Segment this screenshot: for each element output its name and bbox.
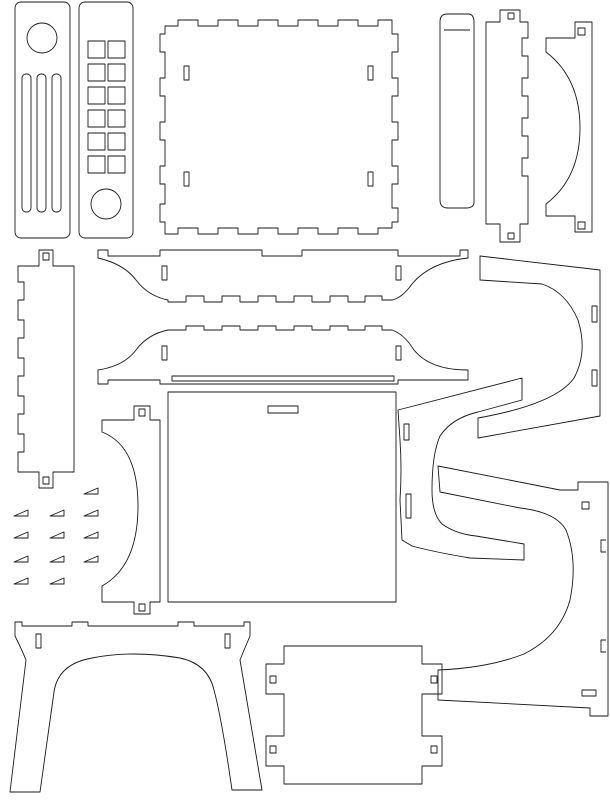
wedges <box>13 487 99 585</box>
chair-leg-upper <box>397 255 601 561</box>
handle-bar <box>439 13 475 209</box>
stool-frame <box>9 621 263 793</box>
arched-side-top-right <box>545 21 593 233</box>
button-holes <box>87 40 126 174</box>
side-rail-top-right <box>485 9 529 243</box>
base-plate <box>159 19 399 235</box>
remote-front-panel <box>78 1 134 239</box>
seat-plate <box>167 391 397 603</box>
long-strap-lower <box>97 325 469 385</box>
remote-back-panel <box>14 1 71 239</box>
side-rail-left <box>17 249 75 489</box>
arched-side-left <box>101 405 161 615</box>
long-strap-upper <box>97 249 469 303</box>
chair-leg-lower <box>437 465 609 717</box>
tab-plate-bottom <box>265 645 443 785</box>
